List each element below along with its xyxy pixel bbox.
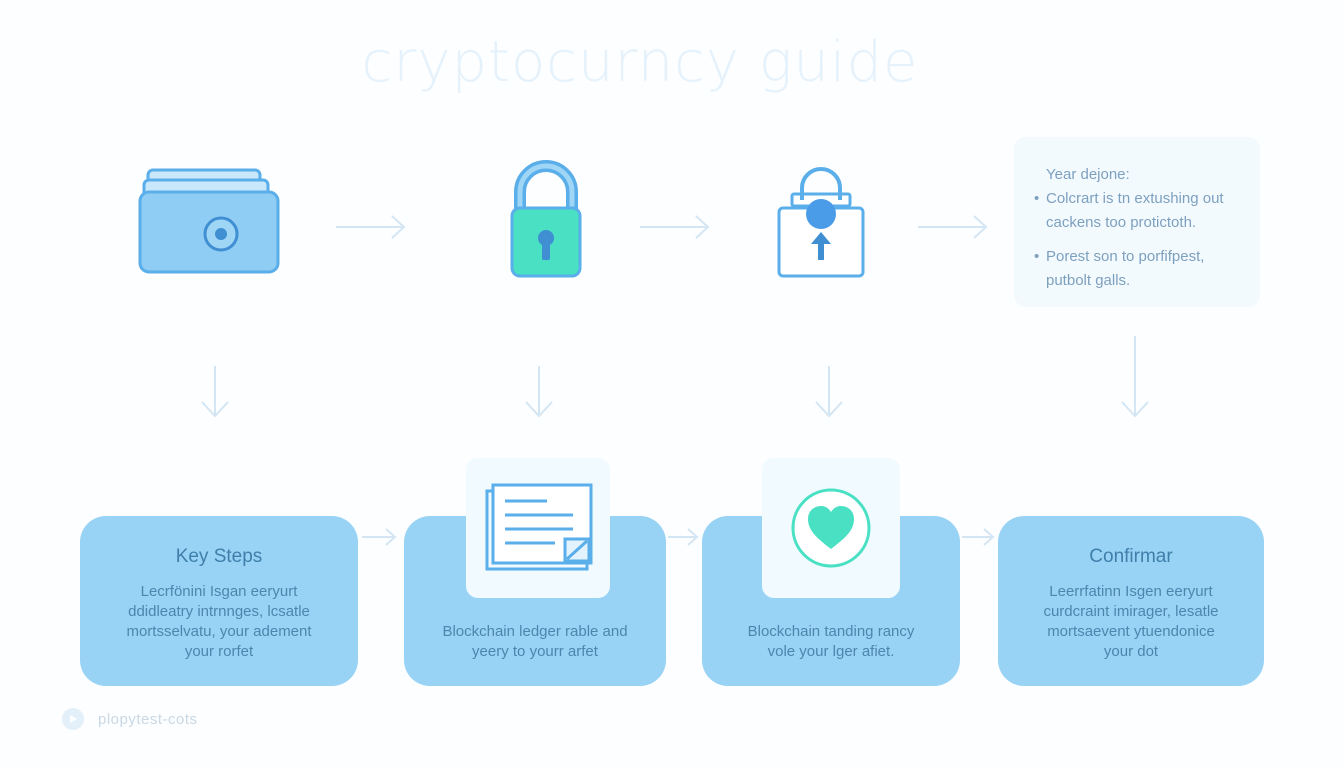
step-card-key-steps: Key Steps Lecrfönini Isgan eeryurt ddidl…	[80, 516, 358, 686]
info-panel: Year dejone: • Colcrart is tn extushing …	[1014, 137, 1260, 307]
card-text-line: ddidleatry intrnnges, lcsatle	[128, 603, 310, 620]
arrow-right-icon	[362, 528, 397, 546]
heart-icon	[791, 488, 871, 568]
card-text: Blockchain ledger rable and yeery to you…	[404, 622, 666, 662]
card-text: Lecrfönini Isgan eeryurt ddidleatry intr…	[80, 582, 358, 662]
bullet-dot-icon: •	[1034, 248, 1040, 265]
step-card-confirmar: Confirmar Leerrfatinn Isgen eeryurt curd…	[998, 516, 1264, 686]
card-text-line: yeery to yourr arfet	[472, 643, 598, 660]
wallet-icon	[136, 166, 282, 278]
arrow-down-icon	[201, 366, 229, 418]
card-title: Confirmar	[1089, 546, 1173, 567]
ledger-document-icon	[485, 483, 593, 571]
step-card-ledger: Blockchain ledger rable and yeery to you…	[404, 516, 666, 686]
card-text: Leerrfatinn Isgen eeryurt curdcraint imi…	[998, 582, 1264, 662]
arrow-right-icon	[668, 528, 699, 546]
card-text-line: vole your lger afiet.	[767, 643, 895, 660]
card-text: Blockchain tanding rancy vole your lger …	[702, 622, 960, 662]
bullet-dot-icon: •	[1034, 190, 1040, 207]
card-text-line: Lecrfönini Isgan eeryurt	[140, 583, 298, 600]
heart-tile	[762, 458, 900, 598]
info-panel-bullet-text: Colcrart is tn extushing out cackens too…	[1046, 190, 1224, 231]
arrow-right-icon	[640, 215, 710, 239]
arrow-right-icon	[336, 215, 406, 239]
page-title: cryptocurncy guide	[361, 30, 919, 95]
arrow-right-icon	[962, 528, 995, 546]
info-panel-heading: Year dejone:	[1046, 166, 1130, 183]
card-title: Key Steps	[175, 546, 263, 567]
info-panel-bullet: • Porest son to porfifpest, putbolt gall…	[1034, 245, 1240, 293]
info-panel-bullet-text: Porest son to porfifpest, putbolt galls.	[1046, 248, 1205, 289]
footer-logo-icon	[62, 708, 84, 730]
arrow-down-icon	[815, 366, 843, 418]
footer: plopytest-cots	[62, 708, 198, 730]
card-text-line: Blockchain tanding rancy	[747, 623, 915, 640]
padlock-icon	[508, 158, 584, 280]
card-text-line: your dot	[1103, 643, 1159, 660]
card-text-line: mortsaevent ytuendonice	[1047, 623, 1215, 640]
card-text-line: mortsselvatu, your adement	[126, 623, 312, 640]
arrow-down-icon	[525, 366, 553, 418]
footer-text: plopytest-cots	[98, 710, 198, 728]
card-text-line: curdcraint imirager, lesatle	[1043, 603, 1219, 620]
arrow-down-icon	[1121, 336, 1149, 418]
info-panel-bullet: • Colcrart is tn extushing out cackens t…	[1034, 187, 1240, 235]
card-text-line: Leerrfatinn Isgen eeryurt	[1049, 583, 1213, 600]
card-text-line: Blockchain ledger rable and	[442, 623, 628, 640]
arrow-right-icon	[918, 215, 988, 239]
ledger-tile	[466, 458, 610, 598]
card-text-line: your rorfet	[184, 643, 254, 660]
lock-upload-icon	[776, 164, 866, 280]
